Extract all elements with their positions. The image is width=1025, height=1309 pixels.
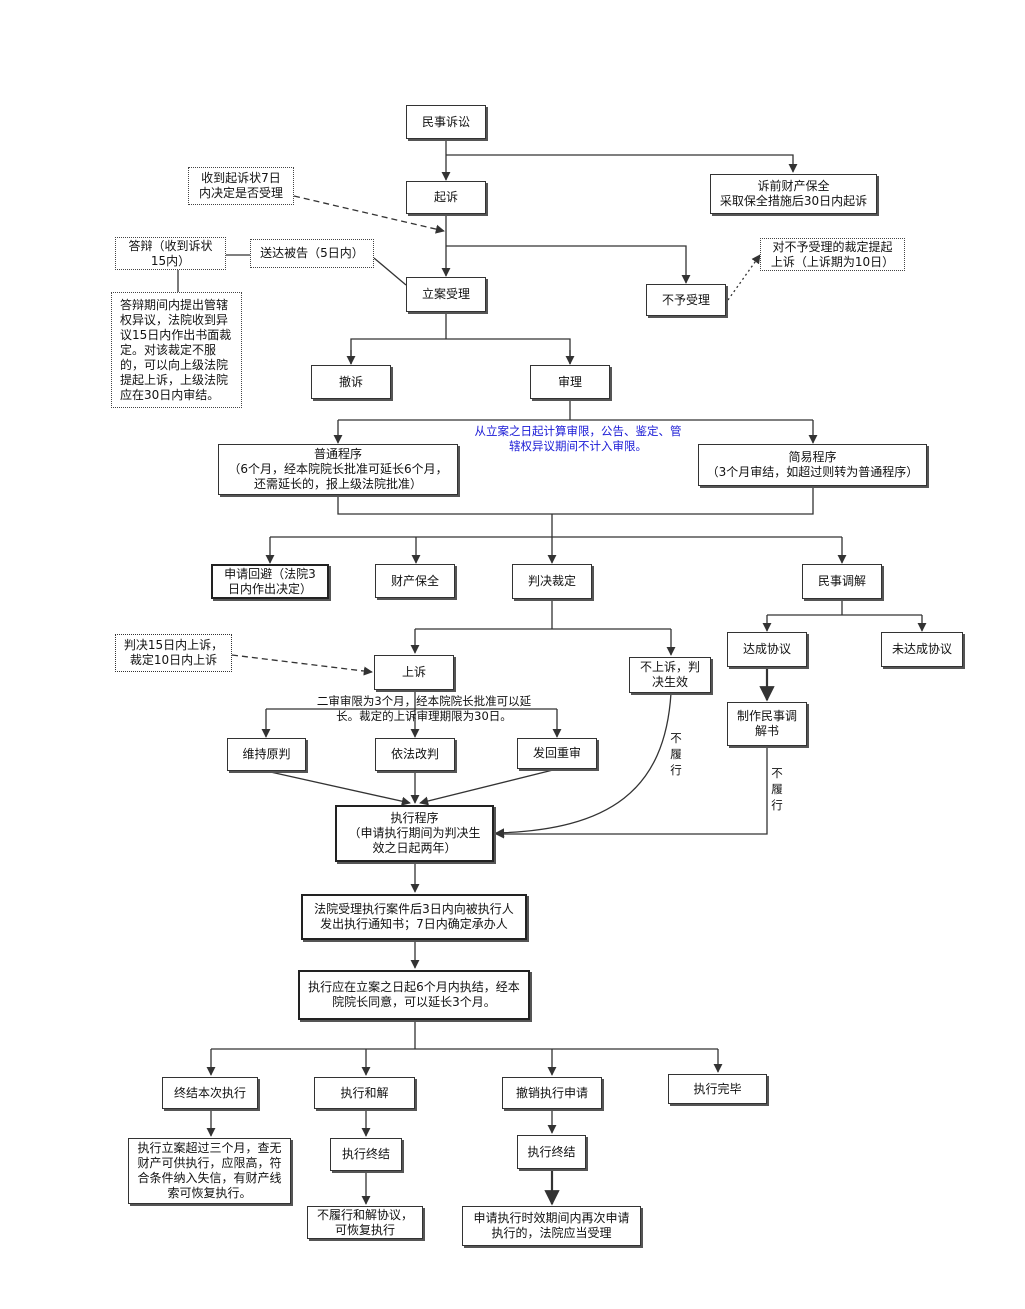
node-enforcement-complete: 执行完毕: [668, 1074, 767, 1104]
node-enforcement-notice: 法院受理执行案件后3日内向被执行人 发出执行通知书；7日内确定承办人: [301, 894, 527, 940]
node-civil-litigation: 民事诉讼: [406, 105, 486, 139]
note-trial-period: 从立案之日起计算审限，公告、鉴定、管 辖权异议期间不计入审限。: [474, 424, 682, 453]
node-case-accepted: 立案受理: [406, 277, 486, 312]
node-pre-suit-preservation: 诉前财产保全 采取保全措施后30日内起诉: [710, 174, 877, 214]
node-trial: 审理: [530, 365, 610, 399]
label-non-performance-mediation: 不履行: [771, 766, 783, 812]
note-acceptance-decision: 收到起诉状7日 内决定是否受理: [188, 167, 294, 205]
note-appeal-deadline: 判决15日内上诉， 裁定10日内上诉: [115, 634, 232, 672]
node-agreement-reached: 达成协议: [727, 632, 807, 667]
node-remand: 发回重审: [517, 738, 597, 769]
node-appeal: 上诉: [374, 655, 454, 690]
node-enforcement-concluded-settlement: 执行终结: [330, 1138, 402, 1171]
node-uphold: 维持原判: [227, 738, 306, 771]
note-jurisdiction-objection: 答辩期间内提出管辖权异议，法院收到异议15日内作出书面裁定。对该裁定不服的，可以…: [111, 292, 242, 408]
node-revise: 依法改判: [375, 738, 455, 771]
label-non-performance-judgment: 不履行: [670, 731, 682, 777]
node-simple-procedure: 简易程序 （3个月审结，如超过则转为普通程序）: [698, 444, 927, 486]
node-file-suit: 起诉: [406, 181, 486, 214]
node-terminate-current: 终结本次执行: [162, 1077, 258, 1109]
node-recusal: 申请回避（法院3 日内作出决定）: [211, 564, 329, 599]
node-property-preservation: 财产保全: [375, 564, 455, 598]
node-reapply: 申请执行时效期间内再次申请 执行的，法院应当受理: [462, 1206, 641, 1246]
node-withdraw-enforcement: 撤销执行申请: [502, 1077, 602, 1109]
node-judgment-ruling: 判决裁定: [512, 564, 592, 599]
node-mediation-document: 制作民事调 解书: [727, 702, 807, 746]
node-withdraw: 撤诉: [311, 365, 391, 399]
note-appeal-rejection: 对不予受理的裁定提起 上诉（上诉期为10日）: [760, 238, 905, 271]
node-not-accepted: 不予受理: [646, 284, 726, 316]
node-no-appeal-effective: 不上诉，判 决生效: [629, 657, 711, 693]
node-enforcement-concluded-withdraw: 执行终结: [517, 1135, 586, 1169]
node-enforcement-deadline: 执行应在立案之日起6个月内执结，经本 院院长同意，可以延长3个月。: [298, 970, 530, 1020]
note-answer-period: 答辩（收到诉状 15内）: [115, 237, 226, 270]
node-ordinary-procedure: 普通程序 （6个月，经本院院长批准可延长6个月， 还需延长的，报上级法院批准）: [218, 444, 458, 495]
node-enforcement-procedure: 执行程序 （申请执行期间为判决生 效之日起两年）: [335, 805, 494, 862]
node-civil-mediation: 民事调解: [802, 564, 882, 599]
node-enforcement-settlement: 执行和解: [314, 1077, 415, 1109]
node-agreement-not-reached: 未达成协议: [881, 632, 963, 667]
node-terminate-detail: 执行立案超过三个月，查无 财产可供执行，应限高，符 合条件纳入失信，有财产线 索…: [128, 1138, 291, 1204]
note-second-instance: 二审审限为3个月，经本院院长批准可以延 长。裁定的上诉审理期限为30日。: [316, 694, 532, 723]
note-serve-defendant: 送达被告（5日内）: [250, 239, 374, 268]
node-settlement-breach: 不履行和解协议， 可恢复执行: [307, 1206, 423, 1239]
